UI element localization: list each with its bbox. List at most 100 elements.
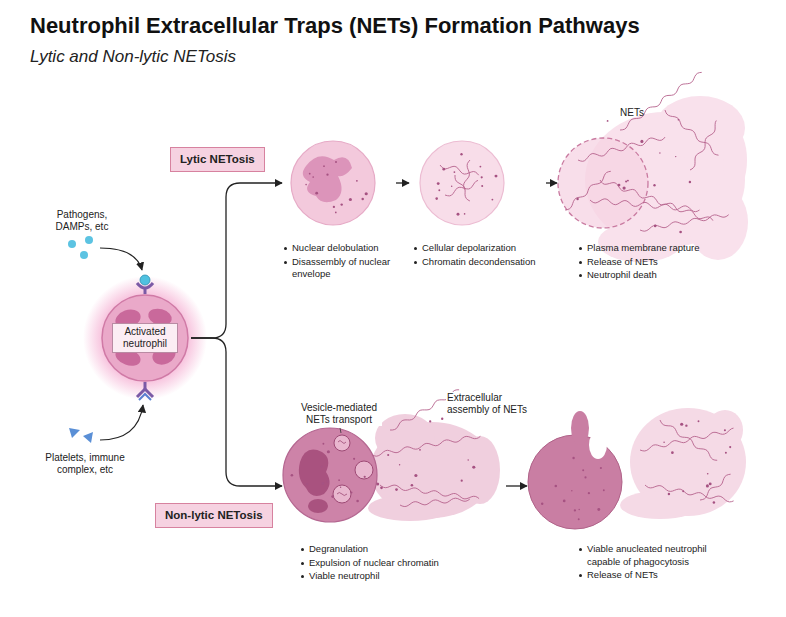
bullet-row: Release of NETs <box>578 569 728 582</box>
granule <box>411 484 414 487</box>
cell-node: Cellular depolarizationChromatin deconde… <box>410 138 545 269</box>
annotation: Vesicle-mediated NETs transport <box>296 402 382 426</box>
granule <box>495 175 498 178</box>
anucleated-cell-part <box>589 431 607 459</box>
cell-membrane <box>102 295 188 381</box>
nets-cloud-part <box>707 410 743 450</box>
bullet-text: Cellular depolarization <box>422 242 516 255</box>
lytic-cell-3 <box>558 138 648 228</box>
bullet-dot <box>579 548 582 551</box>
net-strand <box>590 199 700 212</box>
receptor-top-part <box>140 275 150 285</box>
granule <box>479 166 481 168</box>
bullet-dot <box>414 247 417 250</box>
anucleated-cell <box>528 411 622 529</box>
granule <box>321 482 324 485</box>
granule <box>582 469 584 471</box>
granule <box>481 185 483 187</box>
nets-cloud-part <box>723 130 747 190</box>
granule <box>659 152 660 153</box>
lytic-cell-1-part <box>291 141 375 225</box>
pathogen-dots-part <box>85 236 93 244</box>
net-strand <box>380 485 479 499</box>
granule <box>387 454 389 456</box>
bullet-dot <box>579 274 582 277</box>
granule <box>414 474 417 477</box>
pathogen-dots-part <box>80 251 88 259</box>
stimulus-arrow <box>100 405 143 440</box>
granule <box>356 500 359 503</box>
neutrophil-cell-part <box>308 499 328 513</box>
granule <box>376 483 379 486</box>
granule <box>454 171 456 173</box>
bullet-row: Viable neutrophil <box>300 570 505 583</box>
bullet-text: Viable anucleated neutrophil capable of … <box>587 543 728 568</box>
granule <box>618 184 621 187</box>
granule <box>361 198 363 200</box>
granule <box>467 459 468 460</box>
title: Neutrophil Extracellular Traps (NETs) Fo… <box>30 13 640 39</box>
bullet-dot <box>301 575 304 578</box>
granule <box>654 225 657 228</box>
bullet-text: Viable neutrophil <box>309 570 380 583</box>
pathway-label-box: Lytic NETosis <box>170 147 265 172</box>
granule <box>321 466 323 468</box>
granule <box>576 198 578 200</box>
annotation: Extracellular assembly of NETs <box>446 392 532 416</box>
granule <box>365 192 368 195</box>
flow-arrow <box>191 183 282 338</box>
granule <box>464 213 466 215</box>
net-strand <box>620 72 702 130</box>
granule <box>438 189 440 191</box>
picture-space <box>410 138 545 242</box>
net-strand <box>700 474 731 500</box>
granule <box>333 206 335 208</box>
bullet-text: Neutrophil death <box>587 269 657 282</box>
granule <box>312 176 314 178</box>
granule <box>627 180 629 182</box>
granule <box>706 484 709 487</box>
granule <box>327 450 330 453</box>
granule <box>305 184 307 186</box>
granule <box>291 474 294 477</box>
granule <box>322 443 324 445</box>
annotation: Platelets, immune complex, etc <box>42 452 128 476</box>
bullet-text: Release of NETs <box>587 256 658 269</box>
pathway-label: Lytic NETosis <box>180 153 255 166</box>
bullet-row: Nuclear delobulation <box>283 242 395 255</box>
pathogen-dots-part <box>68 240 76 248</box>
pathway-label: Non-lytic NETosis <box>165 509 263 522</box>
nets-cloud-part <box>620 491 700 519</box>
receptor-bottom <box>137 382 153 400</box>
granule <box>668 493 670 495</box>
bullet-text: Nuclear delobulation <box>292 242 379 255</box>
granule <box>563 500 566 503</box>
lytic-cell-2 <box>420 141 504 225</box>
neutrophil-cell-part <box>337 493 347 496</box>
granule <box>315 192 318 195</box>
granule <box>491 199 493 201</box>
bullet-row: Chromatin decondensation <box>413 256 545 269</box>
net-strand <box>464 160 470 190</box>
flow-arrow <box>396 182 409 183</box>
net-strand <box>640 215 729 232</box>
receptor-bottom-part <box>139 394 151 400</box>
granule <box>597 508 600 511</box>
picture-space <box>528 400 746 543</box>
subtitle: Lytic and Non-lytic NETosis <box>30 47 236 67</box>
net-strand <box>640 428 734 451</box>
granule <box>341 203 343 205</box>
neutrophil-cell-part <box>333 485 351 503</box>
granule <box>364 476 366 478</box>
flow-arrow <box>506 485 527 486</box>
cell-node: Activated neutrophil <box>100 293 190 383</box>
receptor-top <box>137 275 153 294</box>
granule <box>353 458 355 460</box>
neutrophil-cell-part <box>299 450 330 496</box>
granule <box>578 509 579 510</box>
granule <box>698 420 700 422</box>
picture-space <box>558 95 748 242</box>
granule <box>437 182 440 185</box>
bullet-dot <box>579 574 582 577</box>
